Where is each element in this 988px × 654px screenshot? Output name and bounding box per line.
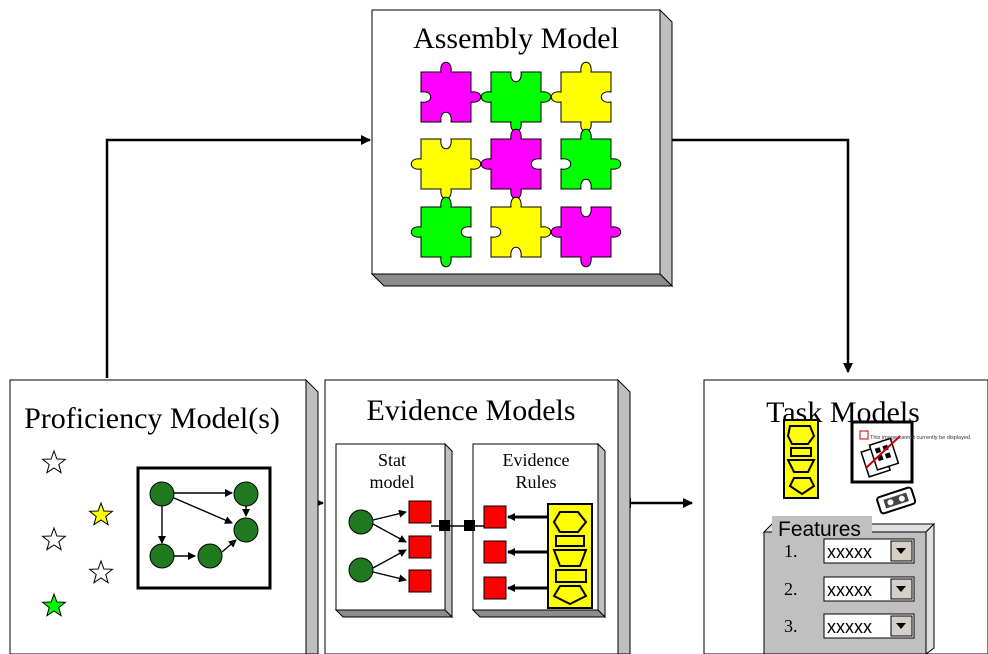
observable-box xyxy=(483,540,507,564)
proficiency-model-title: Proficiency Model(s) xyxy=(24,402,280,435)
puzzle-piece-icon xyxy=(420,61,482,123)
observable-box xyxy=(408,500,432,524)
video-tape-icon xyxy=(876,486,917,515)
panel-shadow-side xyxy=(617,378,631,654)
panel-shadow-side xyxy=(659,8,673,288)
panel-shadow-bottom xyxy=(334,609,454,618)
panel-shadow-side xyxy=(925,522,935,654)
stat-node xyxy=(348,557,374,583)
dropdown-arrow-icon xyxy=(896,623,906,629)
flowchart-icon xyxy=(547,503,593,609)
puzzle-piece-icon xyxy=(480,128,542,200)
feature-number: 1. xyxy=(784,541,798,561)
puzzle-piece-icon xyxy=(550,61,612,133)
connector-square xyxy=(439,520,450,531)
features-label-bg xyxy=(772,516,872,540)
stat-edge xyxy=(372,549,407,569)
feature-dropdown[interactable]: xxxxx xyxy=(823,613,915,639)
network-edge xyxy=(221,539,237,553)
panel-shadow-bottom xyxy=(370,273,674,287)
feature-row: 1. xxxxx xyxy=(784,538,915,564)
star-icon xyxy=(88,501,114,526)
feature-number: 2. xyxy=(784,579,798,599)
evidence-rules-label-line2: Rules xyxy=(515,472,556,492)
dropdown-arrow-icon xyxy=(896,548,906,554)
panel-shadow-side xyxy=(305,378,319,654)
network-node xyxy=(149,481,175,507)
puzzle-piece-icon xyxy=(480,71,552,133)
network-node xyxy=(233,517,259,543)
feature-number: 3. xyxy=(784,616,798,636)
network-node xyxy=(197,543,223,569)
puzzle-grid xyxy=(410,61,622,268)
arrow-proficiency-to-assembly xyxy=(105,135,371,378)
puzzle-piece-icon xyxy=(550,206,622,268)
assembly-model-title: Assembly Model xyxy=(413,22,619,55)
features-label: Features xyxy=(778,518,861,541)
proficiency-network xyxy=(136,466,272,590)
stat-edge xyxy=(372,571,407,583)
dropdown-value: xxxxx xyxy=(827,617,872,637)
puzzle-piece-icon xyxy=(490,196,552,258)
stat-rules-connector xyxy=(431,520,484,531)
dropdown-value: xxxxx xyxy=(827,542,872,562)
star-group xyxy=(41,449,114,617)
broken-image-icon: This image cannot currently be displayed… xyxy=(850,420,972,484)
feature-row: 2. xxxxx xyxy=(784,576,915,602)
stat-model-subpanel: Stat model xyxy=(334,442,454,619)
stat-edge xyxy=(372,523,407,543)
network-node xyxy=(149,543,175,569)
feature-dropdown[interactable]: xxxxx xyxy=(823,576,915,602)
stat-model-label-line1: Stat xyxy=(378,450,406,470)
feature-row: 3. xxxxx xyxy=(784,613,915,639)
observable-box xyxy=(408,569,432,593)
panel-shadow-bottom xyxy=(471,609,607,618)
star-icon xyxy=(41,526,67,551)
panel-shadow-side xyxy=(597,442,606,619)
broken-image-text: This image cannot currently be displayed… xyxy=(870,435,972,441)
puzzle-piece-icon xyxy=(410,138,482,200)
star-icon xyxy=(88,559,114,584)
star-icon xyxy=(41,449,67,474)
stat-model-label-line2: model xyxy=(370,472,415,492)
network-node xyxy=(233,481,259,507)
feature-list: 1. xxxxx 2. xxxxx 3. xxxxx xyxy=(784,538,915,639)
stat-node xyxy=(348,509,374,535)
observable-box xyxy=(408,535,432,559)
observable-box xyxy=(483,576,507,600)
network-edge xyxy=(173,497,233,524)
star-icon xyxy=(41,592,67,617)
flowchart-icon xyxy=(783,419,819,499)
evidence-rules-subpanel: Evidence Rules xyxy=(471,442,607,619)
puzzle-piece-icon xyxy=(410,196,472,268)
observable-box xyxy=(483,505,507,529)
features-panel: Features 1. xxxxx 2. xxxxx 3. xxxxx xyxy=(762,516,936,654)
evidence-models-title: Evidence Models xyxy=(366,394,575,427)
dropdown-value: xxxxx xyxy=(827,580,872,600)
connector-square xyxy=(464,520,475,531)
dropdown-arrow-icon xyxy=(896,586,906,592)
proficiency-model-panel: Proficiency Model(s) xyxy=(9,378,319,654)
stat-edge xyxy=(372,509,407,521)
feature-dropdown[interactable]: xxxxx xyxy=(823,538,915,564)
task-models-panel: Task Models This image cannot currently … xyxy=(703,379,988,654)
evidence-models-panel: Evidence Models Stat model Evidence Rule… xyxy=(324,378,631,654)
puzzle-piece-icon xyxy=(560,128,622,190)
assembly-model-panel: Assembly Model xyxy=(370,8,674,288)
arrow-assembly-to-task xyxy=(660,138,853,373)
evidence-rules-label-line1: Evidence xyxy=(503,450,570,470)
